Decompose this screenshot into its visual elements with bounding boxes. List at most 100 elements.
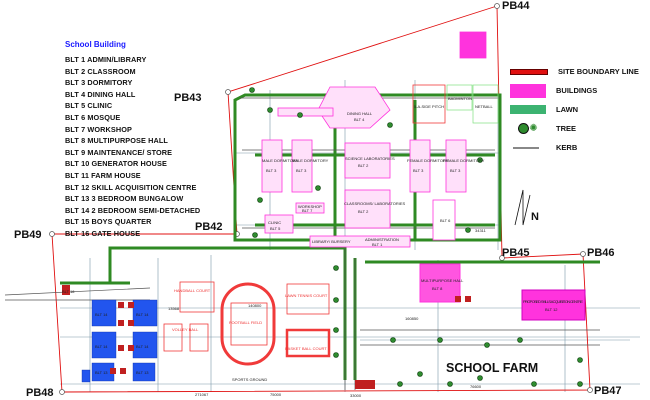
building-list-title: School Building [65, 40, 126, 49]
label-blt3-b: BLT 3 [296, 168, 307, 173]
label-clinic: CLINIC [268, 220, 281, 225]
label-football: FOOTBALL FIELD [229, 320, 262, 325]
beacon-pb43: PB43 [174, 92, 202, 104]
dimension-label: 75000 [270, 392, 282, 397]
dimension-label: 33000 [350, 393, 362, 398]
mosque [432, 199, 456, 241]
building-list-item: BLT 12 SKILL ACQUISITION CENTRE [65, 182, 197, 192]
clinic [264, 214, 294, 234]
dimension-label: 271067 [195, 392, 209, 397]
science-labs [344, 142, 391, 179]
label-five-a-side: 5-A-SIDE PITCH [414, 104, 444, 109]
building-list-item: BLT 11 FARM HOUSE [65, 170, 141, 180]
label-sports-ground: SPORTS GROUND [232, 377, 267, 382]
label-female-dorm-b: FEMALE DORMITORY [443, 158, 485, 163]
tree-icon: ✺ [510, 123, 546, 135]
buildings-swatch [510, 83, 546, 98]
beacon-pb46: PB46 [587, 247, 615, 259]
dimension-label: 160850 [405, 316, 419, 321]
label-library: LIBRARY/ BURSERY [312, 239, 351, 244]
building-list-item: BLT 1 ADMIN/LIBRARY [65, 55, 147, 64]
beacon-pb49: PB49 [14, 229, 42, 241]
label-blt5: BLT 5 [270, 226, 281, 231]
building-list-item: BLT 10 GENERATOR HOUSE [65, 159, 167, 169]
female-dormitory-b [445, 139, 467, 193]
label-blt14-a: BLT 14 [95, 312, 108, 317]
building-list: BLT 1 ADMIN/LIBRARY BLT 2 CLASSROOM BLT … [65, 54, 200, 240]
kerb-swatch [513, 146, 539, 149]
building-list-item: BLT 14 2 BEDROOM SEMI-DETACHED [65, 205, 201, 215]
label-workshop: WORKSHOP [298, 204, 322, 209]
label-female-dorm-a: FEMALE DORMITORY [407, 158, 449, 163]
handball-court [179, 281, 215, 313]
label-blt14-c: BLT 14 [95, 344, 108, 349]
label-dining-hall: DINING HALL [347, 111, 373, 116]
legend-label: BUILDINGS [556, 86, 598, 95]
building-list-item: BLT 13 3 BEDROOM BUNGALOW [65, 194, 184, 204]
label-blt2-b: BLT 2 [358, 209, 369, 214]
label-basketball: BASKET BALL COURT [285, 346, 327, 351]
beacon-pb42: PB42 [195, 221, 223, 233]
label-badminton: BADMINTON [448, 96, 472, 101]
skill-acquisition-centre [521, 289, 586, 321]
netball-court [472, 84, 499, 124]
trees [249, 87, 583, 387]
running-track [220, 282, 276, 366]
green-courts [446, 84, 499, 124]
label-blt7: BLT 7 [302, 208, 313, 213]
male-dormitory-b [291, 139, 313, 193]
label-administration: ADMINISTRATION [365, 237, 399, 242]
north-label: N [531, 211, 539, 223]
label-blt14-d: BLT 14 [136, 344, 149, 349]
legend: SITE BOUNDARY LINE BUILDINGS LAWN ✺ TREE… [510, 62, 639, 157]
lawn-tennis-court [286, 283, 330, 315]
basketball-court [285, 328, 331, 358]
label-male-dorm-a: MALE DORMITORY [262, 158, 299, 163]
label-blt1: BLT 1 [372, 242, 383, 247]
lawn-swatch [510, 105, 546, 114]
dimension-label: 13568 [168, 306, 180, 311]
beacon-pb47: PB47 [594, 385, 622, 397]
north-arrow: N [514, 189, 539, 226]
building-list-item: BLT 2 CLASSROOM [65, 66, 136, 76]
label-netball: NETBALL [475, 104, 494, 109]
female-dormitory-a [409, 139, 431, 193]
legend-tree: ✺ TREE [510, 119, 639, 138]
building-list-item: BLT 5 CLINIC [65, 101, 113, 111]
workshop [295, 202, 325, 214]
label-blt13-b: BLT 13 [136, 370, 149, 375]
library-admin [309, 235, 411, 248]
football-field [230, 302, 268, 346]
label-blt16: BLT 16 [62, 289, 75, 294]
label-blt2-a: BLT 2 [358, 163, 369, 168]
label-handball: HANDBALL COURT [174, 288, 211, 293]
legend-buildings: BUILDINGS [510, 81, 639, 100]
label-volleyball: VOLLEY BALL [172, 327, 199, 332]
label-science-labs: SCIENCE LABORATORIES [345, 156, 395, 161]
label-multipurpose: MULTIPURPOSE HALL [421, 278, 464, 283]
volleyball-court-a [163, 323, 183, 352]
beacon-markers [49, 3, 593, 395]
label-school-farm: SCHOOL FARM [446, 361, 538, 375]
building-list-item: BLT 9 MAINTENANCE/ STORE [65, 147, 173, 157]
building-list-item: BLT 8 MULTIPURPOSE HALL [65, 136, 168, 146]
building-list-item: BLT 7 WORKSHOP [65, 124, 132, 134]
beacon-pb45: PB45 [502, 247, 530, 259]
label-classrooms: CLASSROOMS/ LABORATORIES [344, 201, 406, 206]
legend-label: SITE BOUNDARY LINE [558, 67, 639, 76]
building-list-item: BLT 16 GATE HOUSE [65, 228, 141, 238]
legend-kerb: KERB [510, 138, 639, 157]
label-blt13-a: BLT 13 [95, 370, 108, 375]
sports-facilities [163, 84, 446, 366]
label-skill-centre: PROPOSED SKILLS ACQUISITION CENTRE [523, 299, 583, 304]
building-list-item: BLT 15 BOYS QUARTER [65, 217, 152, 227]
volleyball-court-b [189, 323, 209, 352]
legend-label: LAWN [556, 105, 579, 114]
label-blt3-c: BLT 3 [413, 168, 424, 173]
legend-lawn: LAWN [510, 100, 639, 119]
boundary-swatch [510, 68, 548, 75]
staff-quarters [81, 299, 158, 383]
label-blt6: BLT 6 [440, 218, 451, 223]
label-blt12: BLT 12 [545, 307, 558, 312]
